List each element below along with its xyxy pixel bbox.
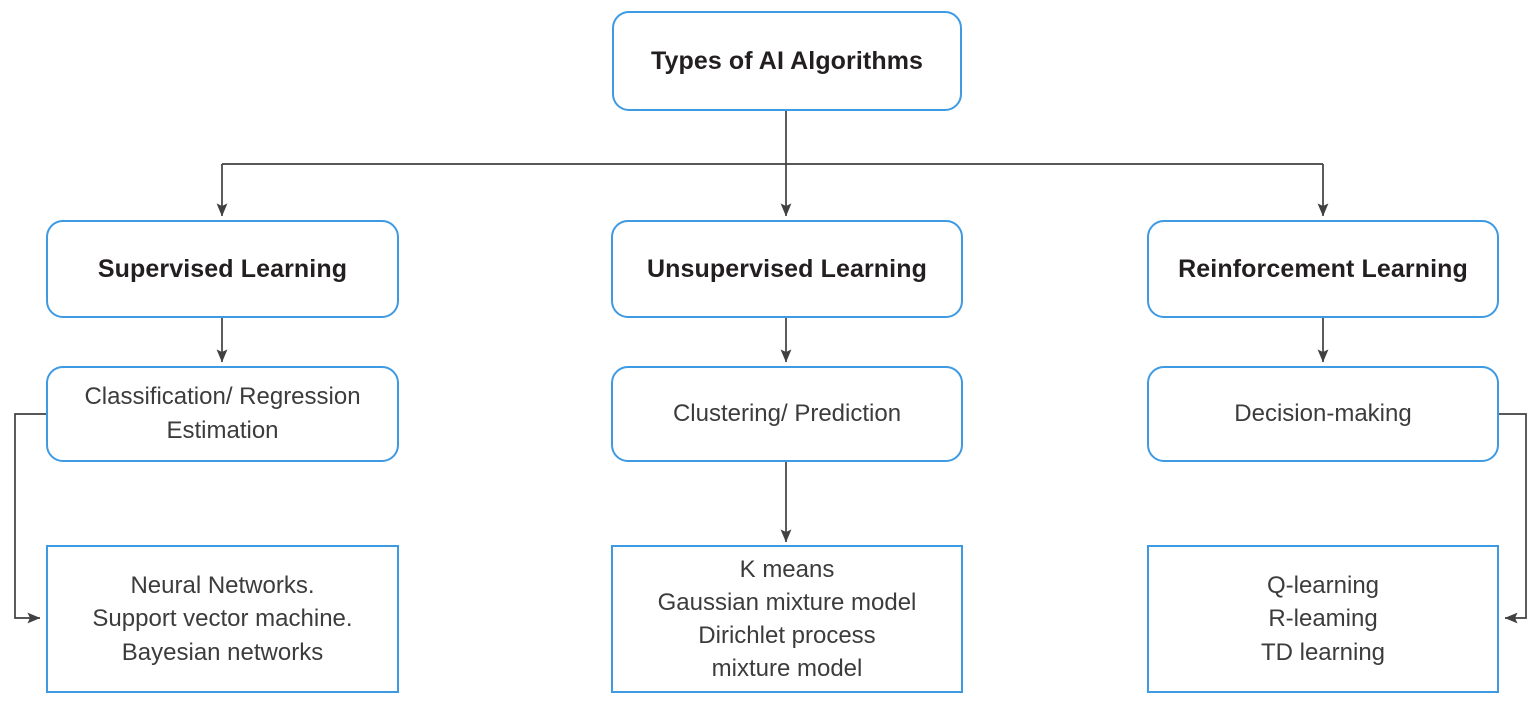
node-task-unsupervised-label: Clustering/ Prediction	[672, 399, 902, 427]
node-task-supervised-label: Classification/ Regression Estimation	[84, 382, 361, 444]
node-task-clustering-prediction[interactable]: Clustering/ Prediction	[611, 366, 963, 462]
node-algorithms-supervised-label: Neural Networks. Support vector machine.…	[92, 572, 353, 666]
node-algorithms-unsupervised-label: K means Gaussian mixture model Dirichlet…	[657, 555, 917, 683]
node-category-reinforcement-learning[interactable]: Reinforcement Learning	[1147, 220, 1499, 318]
node-category-reinforcement-label: Reinforcement Learning	[1178, 254, 1468, 283]
node-task-classification-regression-estimation[interactable]: Classification/ Regression Estimation	[46, 366, 399, 462]
node-category-supervised-label: Supervised Learning	[97, 254, 348, 283]
connector-supervised-task-to-algos	[14, 413, 46, 624]
node-algorithms-reinforcement[interactable]: Q-learning R-leaming TD learning	[1147, 545, 1499, 693]
node-category-unsupervised-label: Unsupervised Learning	[647, 254, 927, 283]
connector-reinforcement-task-to-algos	[1499, 413, 1527, 624]
node-task-decision-making[interactable]: Decision-making	[1147, 366, 1499, 462]
node-root-label: Types of AI Algorithms	[650, 46, 924, 75]
node-category-unsupervised-learning[interactable]: Unsupervised Learning	[611, 220, 963, 318]
node-algorithms-supervised[interactable]: Neural Networks. Support vector machine.…	[46, 545, 399, 693]
node-root-types-of-ai-algorithms[interactable]: Types of AI Algorithms	[612, 11, 962, 111]
node-algorithms-reinforcement-label: Q-learning R-leaming TD learning	[1260, 572, 1386, 666]
node-task-reinforcement-label: Decision-making	[1234, 399, 1412, 427]
node-algorithms-unsupervised[interactable]: K means Gaussian mixture model Dirichlet…	[611, 545, 963, 693]
node-category-supervised-learning[interactable]: Supervised Learning	[46, 220, 399, 318]
